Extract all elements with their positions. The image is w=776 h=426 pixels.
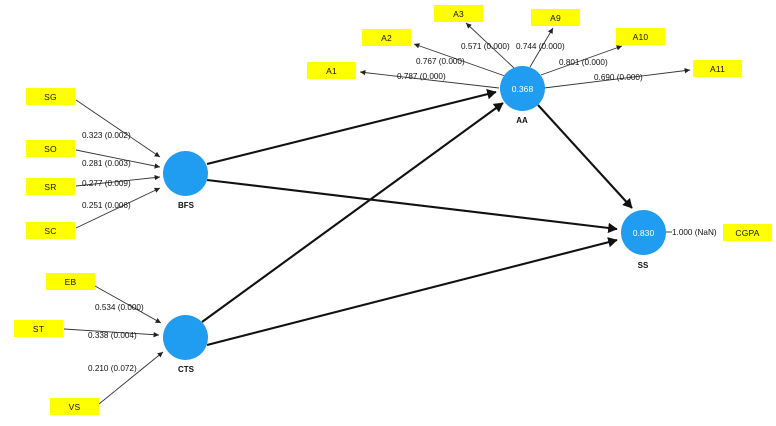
indicator-vs[interactable]: VS: [50, 398, 99, 415]
indicator-a2[interactable]: A2: [362, 29, 411, 46]
latent-label-bfs: BFS: [178, 201, 194, 210]
indicator-a3[interactable]: A3: [434, 5, 483, 22]
latent-node-ss[interactable]: 0.830: [621, 210, 666, 255]
indicator-a10[interactable]: A10: [616, 28, 665, 45]
edge-label-aa-a3: 0.571 (0.000): [461, 42, 510, 51]
indicator-cgpa[interactable]: CGPA: [723, 224, 772, 241]
edge-label-aa-a11: 0.690 (0.000): [594, 73, 643, 82]
measurement-edges-bfs: [75, 99, 161, 229]
indicator-st[interactable]: ST: [14, 320, 63, 337]
path-bfs-aa: [206, 89, 497, 166]
edge-label-eb-cts: 0.534 (0.000): [95, 303, 144, 312]
measurement-edges-aa: [359, 22, 691, 89]
edge-label-ss-cgpa: 1.000 (NaN): [672, 228, 717, 237]
indicator-sc[interactable]: SC: [26, 222, 75, 239]
structural-edges: [201, 89, 633, 347]
path-cts-ss: [206, 237, 618, 347]
indicator-sr[interactable]: SR: [26, 178, 75, 195]
edge-label-so-bfs: 0.281 (0.003): [82, 159, 131, 168]
edge-label-sr-bfs: 0.277 (0.009): [82, 179, 131, 188]
indicator-a9[interactable]: A9: [531, 9, 580, 26]
edge-label-aa-a9: 0.744 (0.000): [516, 42, 565, 51]
indicator-eb[interactable]: EB: [46, 273, 95, 290]
latent-label-cts: CTS: [178, 365, 194, 374]
edge-label-vs-cts: 0.210 (0.072): [88, 364, 137, 373]
edge-label-aa-a10: 0.801 (0.000): [559, 58, 608, 67]
indicator-a1[interactable]: A1: [307, 62, 356, 79]
indicator-so[interactable]: SO: [26, 140, 75, 157]
edge-label-aa-a2: 0.767 (0.000): [416, 57, 465, 66]
latent-node-bfs[interactable]: [163, 151, 208, 196]
path-cts-aa: [201, 102, 504, 323]
latent-label-ss: SS: [637, 261, 649, 270]
measurement-edges-cts: [63, 285, 164, 405]
indicator-a11[interactable]: A11: [693, 60, 742, 77]
edge-label-aa-a1: 0.787 (0.000): [397, 72, 446, 81]
latent-node-cts[interactable]: [163, 315, 208, 360]
latent-node-aa[interactable]: 0.368: [500, 66, 545, 111]
latent-label-aa: AA: [516, 116, 528, 125]
edge-label-sc-bfs: 0.251 (0.006): [82, 201, 131, 210]
path-bfs-ss: [206, 178, 618, 234]
path-aa-ss: [537, 104, 633, 209]
indicator-sg[interactable]: SG: [26, 88, 75, 105]
edge-label-sg-bfs: 0.323 (0.002): [82, 131, 131, 140]
edge-label-st-cts: 0.338 (0.004): [88, 331, 137, 340]
